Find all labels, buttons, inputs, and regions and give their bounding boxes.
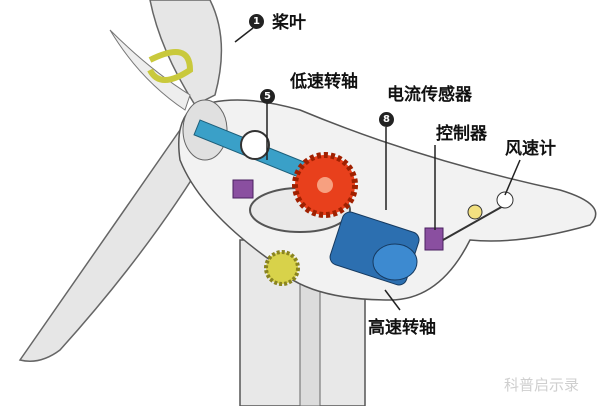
marker-5: 5 [260, 89, 275, 104]
label-blade: 桨叶 [272, 13, 306, 33]
watermark: 科普启示录 [504, 376, 580, 394]
anemometer [496, 191, 514, 209]
marker-1: 1 [249, 14, 264, 29]
label-low-speed-shaft: 低速转轴 [290, 72, 358, 92]
blade-left [18, 128, 212, 362]
label-high-speed-shaft: 高速转轴 [368, 318, 436, 338]
label-controller: 控制器 [436, 124, 487, 144]
label-anemometer: 风速计 [505, 139, 556, 159]
nacelle [178, 99, 597, 301]
controller [424, 227, 444, 251]
marker-8: 8 [379, 112, 394, 127]
label-current-sensor: 电流传感器 [387, 85, 472, 105]
yaw-gear [264, 250, 300, 286]
